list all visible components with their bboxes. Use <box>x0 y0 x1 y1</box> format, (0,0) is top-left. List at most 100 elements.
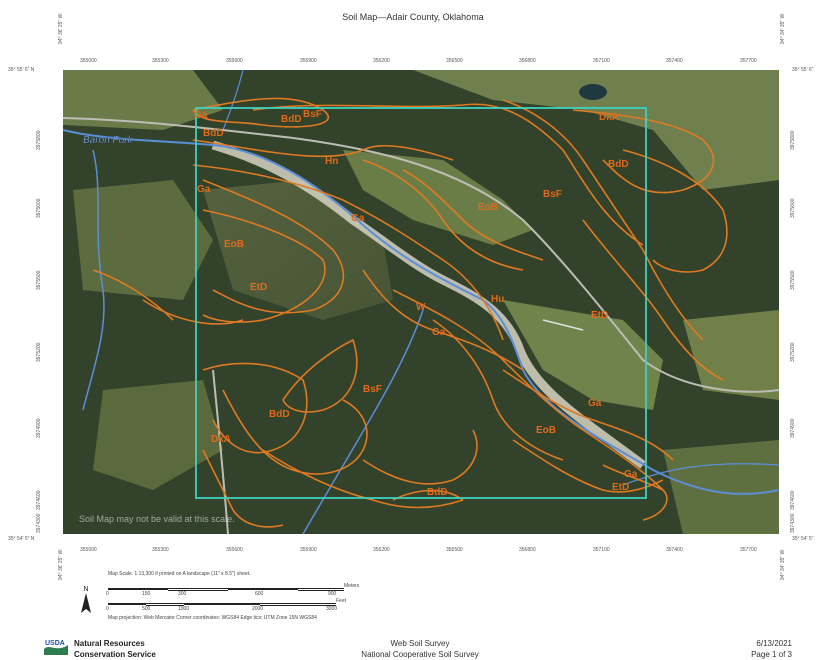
easting-tick-bottom: 355900 <box>300 547 317 553</box>
pasture-area <box>663 440 779 534</box>
road <box>542 319 584 331</box>
feet-scale-bar <box>146 603 184 606</box>
easting-tick-bottom: 357100 <box>593 547 610 553</box>
feet-scale-bar <box>108 603 146 605</box>
soil-label: BsF <box>543 189 562 200</box>
soil-label: BdD <box>281 114 302 125</box>
easting-tick-bottom: 355600 <box>226 547 243 553</box>
survey-name: Web Soil Survey National Cooperative Soi… <box>300 638 540 660</box>
soil-label: EoB <box>224 239 244 250</box>
usda-logo-icon: USDA <box>44 640 68 655</box>
soil-label: BdD <box>203 128 224 139</box>
pond <box>579 84 607 100</box>
print-date: 6/13/2021 <box>756 639 792 648</box>
northing-tick-right: 3974600 <box>790 490 796 510</box>
easting-tick-bottom: 357700 <box>740 547 757 553</box>
feet-scale-bar <box>260 603 336 606</box>
soil-label: Hu <box>491 294 504 305</box>
north-label: N <box>83 586 89 593</box>
corner-bottom-left-lat: 35° 54' 5" N <box>8 536 35 542</box>
soil-label: EtD <box>591 310 608 321</box>
soil-label: BsF <box>363 384 382 395</box>
feet-tick: 0 <box>106 606 109 612</box>
stream <box>622 463 779 486</box>
north-arrow: N <box>80 586 92 620</box>
easting-tick-top: 357100 <box>593 58 610 64</box>
page-number: Page 1 of 3 <box>751 650 792 659</box>
meters-scale-bar <box>108 588 168 590</box>
corner-top-left-lon: 94° 36' 25" W <box>58 13 64 44</box>
northing-tick-left: 3974300 <box>36 513 42 533</box>
stream <box>222 70 244 131</box>
northing-tick-right: 3975800 <box>790 130 796 150</box>
feet-tick: 500 <box>142 606 151 612</box>
easting-tick-top: 355000 <box>80 58 97 64</box>
easting-tick-top: 356200 <box>373 58 390 64</box>
soil-label: W <box>416 302 426 313</box>
soil-map-svg: Ga BsF BdD BdD Ga Hn DkA BdD BsF EoB Ga … <box>63 70 779 534</box>
feet-tick: 3000 <box>326 606 338 612</box>
meters-tick: 600 <box>255 591 264 597</box>
baron-fork-river <box>63 129 779 495</box>
northing-tick-left: 3974900 <box>36 418 42 438</box>
map-scale-statement: Map Scale: 1:13,300 if printed on A land… <box>108 571 251 577</box>
soil-label: BdD <box>269 409 290 420</box>
soil-boundaries <box>92 97 728 528</box>
usda-logo-text: USDA <box>45 640 65 647</box>
easting-tick-bottom: 356800 <box>519 547 536 553</box>
pasture-area <box>343 150 533 245</box>
projection-info: Map projection: Web Mercator Corner coor… <box>108 615 317 621</box>
easting-tick-top: 356500 <box>446 58 463 64</box>
date-page: 6/13/2021 Page 1 of 3 <box>751 638 792 660</box>
meters-scale-bar <box>168 588 228 591</box>
soil-label: EoB <box>536 425 556 436</box>
northing-tick-left: 3975800 <box>36 130 42 150</box>
meters-tick: 0 <box>106 591 109 597</box>
soil-label: Ga <box>432 327 446 338</box>
map-title: Soil Map—Adair County, Oklahoma <box>342 12 484 22</box>
meters-scale-bar <box>298 588 344 591</box>
pasture-area <box>63 70 223 130</box>
northing-tick-right: 3974900 <box>790 418 796 438</box>
soil-label: Ga <box>194 110 208 121</box>
easting-tick-bottom: 355000 <box>80 547 97 553</box>
northing-tick-left: 3975500 <box>36 270 42 290</box>
soil-label: BdD <box>608 159 629 170</box>
soil-label: Hn <box>325 156 338 167</box>
scale-warning-watermark: Soil Map may not be valid at this scale. <box>79 514 235 524</box>
area-of-interest-border <box>195 107 647 499</box>
soil-unit-labels: Ga BsF BdD BdD Ga Hn DkA BdD BsF EoB Ga … <box>194 109 638 498</box>
corner-bottom-left-lon: 94° 36' 25" W <box>58 549 64 580</box>
corner-top-right-lat: 35° 55' 6" <box>792 67 814 73</box>
northing-tick-left: 3974600 <box>36 490 42 510</box>
soil-label: Ga <box>624 469 638 480</box>
easting-tick-top: 356800 <box>519 58 536 64</box>
pasture-area <box>683 310 779 400</box>
meters-scale-bar <box>228 588 298 590</box>
feet-tick: 2000 <box>252 606 264 612</box>
northing-tick-right: 3975500 <box>790 270 796 290</box>
easting-tick-top: 357700 <box>740 58 757 64</box>
agency-name: Natural Resources Conservation Service <box>74 638 156 660</box>
northing-tick-right: 3975200 <box>790 342 796 362</box>
soil-map-canvas[interactable]: Ga BsF BdD BdD Ga Hn DkA BdD BsF EoB Ga … <box>63 70 779 534</box>
northing-tick-right: 3974300 <box>790 513 796 533</box>
soil-label: Ga <box>588 398 602 409</box>
river-label: Baron Fork <box>83 135 133 146</box>
meters-tick: 150 <box>142 591 151 597</box>
meters-tick: 300 <box>178 591 187 597</box>
road <box>63 117 779 393</box>
meters-tick: 900 <box>328 591 337 597</box>
soil-label: EtD <box>612 482 629 493</box>
northing-tick-left: 3975600 <box>36 198 42 218</box>
northing-tick-left: 3975200 <box>36 342 42 362</box>
pasture-area <box>503 300 663 410</box>
easting-tick-bottom: 355300 <box>152 547 169 553</box>
soil-label: DkA <box>211 434 231 445</box>
feet-label: Feet <box>336 598 347 604</box>
stream <box>302 309 424 534</box>
soil-label: DkA <box>599 112 619 123</box>
survey-line-1: Web Soil Survey <box>390 639 450 648</box>
agency-line-1: Natural Resources <box>74 639 145 648</box>
corner-top-left-lat: 35° 55' 6" N <box>8 67 35 73</box>
